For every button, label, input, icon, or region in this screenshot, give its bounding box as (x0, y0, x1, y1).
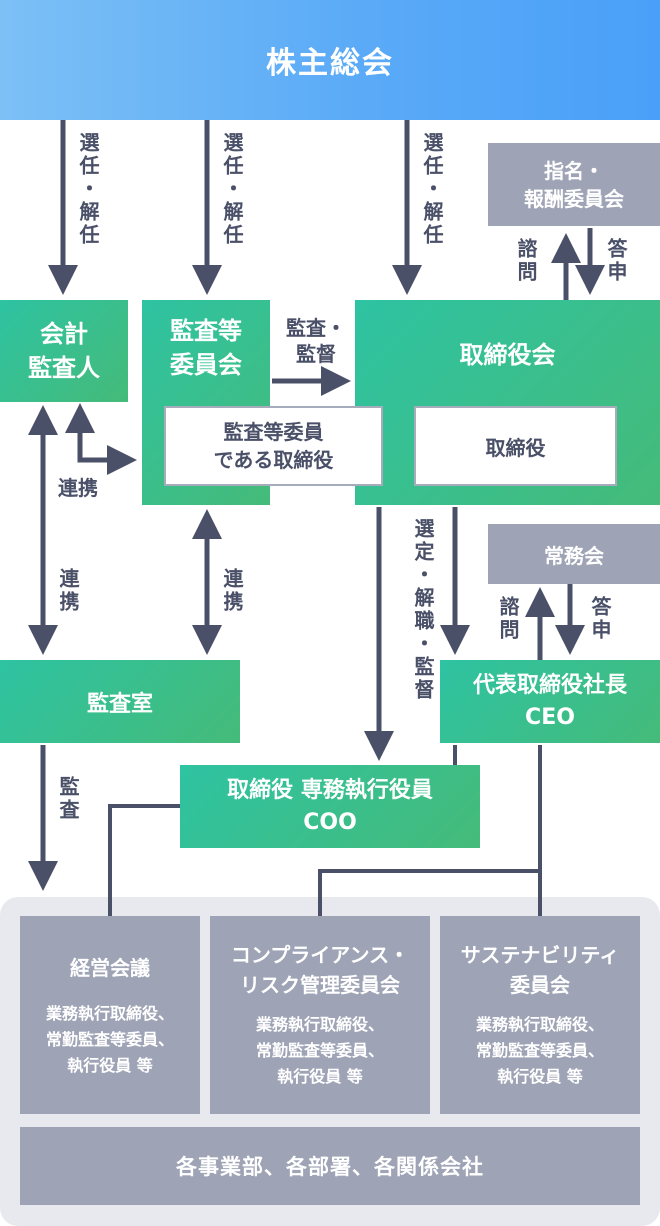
coo: 取締役 専務執行役員 COO (180, 765, 480, 848)
management-meeting: 経営会議 業務執行取締役、 常勤監査等委員、 執行役員 等 (20, 916, 200, 1114)
audit-committee-line2: 委員会 (170, 351, 242, 379)
label-audit-supervise-1: 監査・ (286, 316, 346, 340)
accounting-auditor-line2: 監査人 (28, 354, 100, 382)
label-consult-nomination: 諮問 (514, 238, 538, 284)
compliance-title-line2: リスク管理委員会 (240, 973, 400, 997)
arrow-cooperate-auditor-member (77, 412, 137, 475)
label-cooperate-2: 連携 (56, 568, 80, 614)
audit-member-line1: 監査等委員 (223, 420, 324, 444)
label-consult-council: 諮問 (496, 596, 520, 642)
ceo-line1: 代表取締役社長 (472, 672, 627, 698)
compliance-risk-committee: コンプライアンス・ リスク管理委員会 業務執行取締役、 常勤監査等委員、 執行役… (210, 916, 430, 1114)
director: 取締役 (414, 406, 617, 486)
compliance-member-3: 執行役員 等 (277, 1067, 363, 1086)
compliance-title-line1: コンプライアンス・ (230, 943, 410, 967)
management-member-3: 執行役員 等 (67, 1056, 153, 1075)
sustainability-committee: サステナビリティ 委員会 業務執行取締役、 常勤監査等委員、 執行役員 等 (440, 916, 640, 1114)
shareholders-meeting: 株主総会 (0, 0, 660, 120)
sustainability-title-line2: 委員会 (510, 973, 570, 997)
sustainability-member-1: 業務執行取締役、 (475, 1015, 604, 1034)
nomination-line2: 報酬委員会 (524, 186, 624, 211)
accounting-auditor-line1: 会計 (40, 320, 88, 348)
label-audit: 監査 (56, 776, 80, 822)
label-elect-dismiss-2: 選任・解任 (220, 132, 244, 247)
ceo: 代表取締役社長 CEO (440, 660, 660, 743)
label-report-council: 答申 (588, 596, 612, 642)
executive-council: 常務会 (488, 524, 660, 584)
departments: 各事業部、各部署、各関係会社 (20, 1127, 640, 1205)
compliance-member-2: 常勤監査等委員、 (255, 1041, 384, 1060)
sustainability-title-line1: サステナビリティ (460, 943, 620, 967)
compliance-member-1: 業務執行取締役、 (255, 1015, 384, 1034)
audit-committee-line1: 監査等 (170, 317, 242, 345)
accounting-auditor: 会計 監査人 (0, 300, 128, 402)
nomination-remuneration-committee: 指名・ 報酬委員会 (488, 143, 660, 226)
management-member-1: 業務執行取締役、 (45, 1004, 174, 1023)
audit-member-director: 監査等委員 である取締役 (164, 406, 383, 486)
label-audit-supervise: 監査・ 監督 (276, 315, 356, 367)
audit-office: 監査室 (0, 660, 240, 743)
label-appoint-dismiss-audit: 選定・解職・監督 (411, 518, 435, 702)
management-member-2: 常勤監査等委員、 (45, 1030, 174, 1049)
ceo-line2: CEO (525, 704, 575, 730)
audit-member-line2: である取締役 (213, 448, 334, 472)
label-cooperate-3: 連携 (220, 568, 244, 614)
sustainability-member-3: 執行役員 等 (497, 1067, 583, 1086)
coo-line2: COO (303, 809, 357, 835)
nomination-line1: 指名・ (544, 158, 604, 183)
coo-line1: 取締役 専務執行役員 (227, 777, 433, 803)
label-report-nomination: 答申 (604, 238, 628, 284)
management-meeting-title: 経営会議 (70, 956, 150, 980)
sustainability-member-2: 常勤監査等委員、 (475, 1041, 604, 1060)
label-elect-dismiss-3: 選任・解任 (420, 132, 444, 247)
label-audit-supervise-2: 監督 (296, 342, 336, 366)
board-title: 取締役会 (459, 340, 556, 369)
label-elect-dismiss-1: 選任・解任 (76, 132, 100, 247)
label-cooperate-1: 連携 (58, 476, 98, 500)
